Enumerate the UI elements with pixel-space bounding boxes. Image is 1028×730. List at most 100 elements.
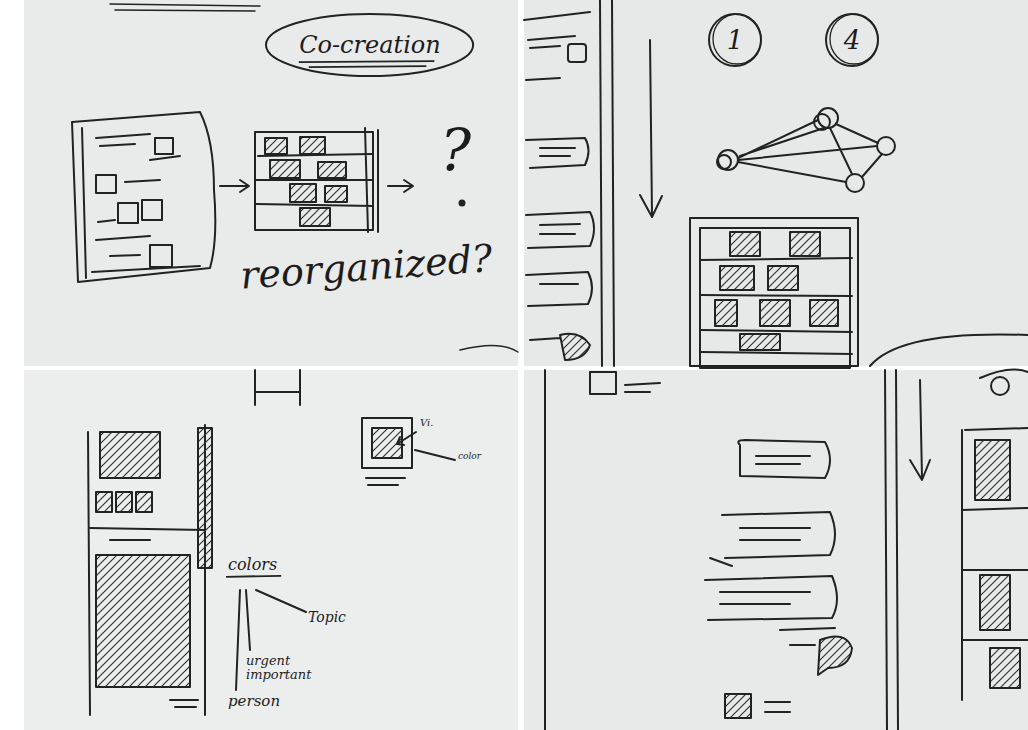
pen-stroke [720, 266, 754, 290]
pen-stroke [710, 512, 835, 566]
photo-panel [24, 0, 518, 366]
pen-stroke [460, 345, 518, 352]
pen-stroke [725, 694, 751, 718]
pen-stroke [366, 478, 405, 485]
pen-stroke [300, 208, 330, 226]
pen-stroke [96, 555, 190, 687]
pen-stroke [236, 590, 240, 690]
pen-stroke [600, 0, 614, 366]
pen-stroke [318, 162, 346, 178]
photo-panel [524, 370, 1028, 730]
pen-stroke [142, 200, 162, 220]
pen-stroke [975, 440, 1010, 500]
underline [226, 576, 281, 577]
pen-stroke [717, 155, 731, 169]
pen-stroke [526, 212, 594, 248]
pen-stroke [92, 255, 200, 272]
pen-stroke [524, 12, 590, 48]
pen-stroke [980, 370, 1028, 378]
pen-stroke [877, 137, 895, 155]
pen-stroke [325, 186, 347, 202]
pen-stroke [814, 114, 830, 130]
pen-stroke [526, 138, 589, 168]
pen-stroke [362, 418, 412, 468]
title-ellipse: Co-creation [264, 12, 475, 78]
pen-stroke [818, 636, 852, 675]
pen-stroke [590, 372, 616, 394]
pen-stroke [910, 380, 930, 480]
pen-stroke [265, 138, 287, 154]
tree-label: Topic [308, 610, 346, 625]
pen-strokes [72, 0, 1028, 730]
outline [826, 14, 878, 66]
number-circle: 4 [824, 12, 880, 68]
pen-stroke [640, 40, 662, 217]
pen-stroke [810, 300, 838, 326]
callout-label: color [458, 452, 481, 461]
outline [709, 14, 761, 66]
pen-stroke [870, 334, 1028, 366]
pen-stroke [96, 134, 180, 160]
pen-stroke [88, 425, 205, 715]
pen-stroke [96, 220, 150, 240]
pen-stroke [715, 300, 737, 326]
pen-stroke [790, 232, 820, 256]
question-mark: ? [440, 120, 471, 181]
pen-stroke [545, 370, 898, 730]
pen-stroke [155, 138, 173, 154]
pen-stroke [700, 228, 850, 368]
pen-stroke [765, 702, 790, 712]
pen-stroke [625, 383, 660, 392]
pen-stroke [568, 44, 586, 62]
pen-stroke [388, 180, 413, 192]
pen-stroke [700, 258, 852, 354]
pen-stroke [198, 428, 212, 568]
node-text: 4 [844, 26, 861, 55]
pen-stroke [246, 590, 250, 650]
pen-stroke [768, 266, 798, 290]
pen-stroke [300, 137, 325, 154]
number-circle: 1 [707, 12, 763, 68]
pen-stroke [72, 112, 215, 282]
node-text: 1 [727, 26, 744, 55]
pen-stroke [170, 700, 198, 707]
pen-stroke [990, 648, 1020, 688]
pen-stroke [110, 4, 260, 11]
pen-stroke [718, 150, 738, 170]
pen-stroke [220, 180, 249, 192]
pen-stroke [270, 160, 300, 178]
outline [713, 14, 761, 64]
pen-stroke [530, 334, 590, 360]
pen-stroke [460, 201, 465, 206]
pen-stroke [705, 576, 837, 620]
pen-stroke [760, 300, 790, 326]
pen-stroke [415, 450, 455, 460]
pen-stroke [730, 232, 760, 256]
underline [299, 61, 435, 67]
pen-stroke [690, 218, 858, 366]
pen-stroke [991, 377, 1009, 395]
pen-stroke [256, 590, 306, 612]
tree-label: colors [228, 557, 277, 574]
pen-stroke [255, 370, 300, 405]
pen-stroke [740, 334, 780, 350]
tree-label: person [228, 694, 280, 710]
pen-stroke [980, 575, 1010, 630]
pen-stroke [738, 120, 882, 182]
callout-label: Vi. [420, 418, 433, 429]
pen-stroke [962, 428, 1028, 700]
pen-stroke [82, 128, 86, 278]
pen-stroke [96, 175, 116, 193]
pen-stroke [526, 78, 560, 80]
pen-stroke [125, 180, 160, 182]
tree-label: urgent important [246, 654, 326, 681]
photo-panel [24, 370, 518, 730]
pen-stroke [100, 432, 160, 478]
pen-stroke [96, 492, 112, 512]
pen-stroke [738, 440, 830, 478]
pen-stroke [397, 432, 416, 445]
pen-stroke [256, 128, 378, 232]
pen-stroke [90, 528, 205, 540]
